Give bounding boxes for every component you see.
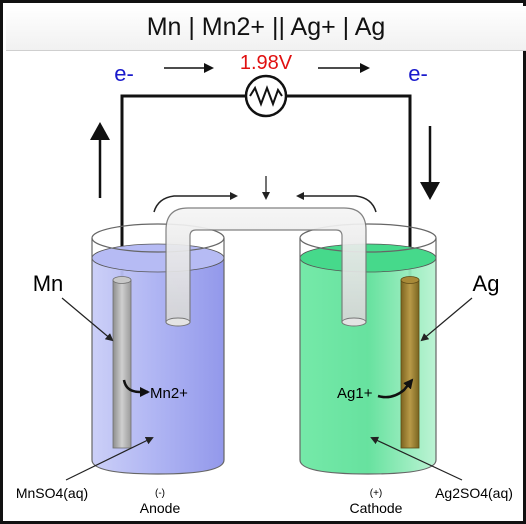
cathode-name-label: Cathode: [350, 500, 403, 516]
cathode-ion-arrow: [377, 378, 414, 399]
cathode-metal-label: Ag: [473, 271, 500, 296]
anode-sign: (-): [155, 488, 165, 499]
cell-notation-title: Mn | Mn2+ || Ag+ | Ag: [146, 13, 386, 41]
salt-bridge-flow-arrows: [153, 176, 377, 213]
cathode-solution-label: Ag2SO4(aq): [435, 485, 513, 501]
anode-ion-label: Mn2+: [150, 385, 188, 402]
electron-flow-arrow-up: [90, 122, 110, 198]
electron-label-left: e-: [114, 61, 134, 86]
salt-bridge: [165, 207, 367, 327]
anode-ion-arrow: [122, 379, 150, 397]
cathode-ion-label: Ag1+: [337, 385, 373, 402]
electron-flow-arrow-down: [420, 126, 440, 200]
anode-solution-pointer: [65, 437, 154, 481]
voltmeter-icon: [244, 74, 288, 118]
cathode-solution-pointer: [370, 436, 463, 481]
anode-electrode: [112, 276, 132, 449]
voltage-readout: 1.98V: [240, 52, 293, 74]
external-wire: [120, 94, 412, 282]
electron-label-right: e-: [408, 61, 428, 86]
cathode-sign: (+): [370, 488, 383, 499]
title-bar: Mn | Mn2+ || Ag+ | Ag: [6, 6, 526, 51]
anode-name-label: Anode: [140, 500, 181, 516]
cathode-metal-pointer: [420, 297, 473, 342]
anode-solution-label: MnSO4(aq): [16, 485, 88, 501]
anode-metal-pointer: [61, 297, 114, 342]
anode-metal-label: Mn: [33, 271, 64, 296]
cathode-electrode: [400, 276, 420, 449]
anode-beaker: [91, 223, 225, 475]
